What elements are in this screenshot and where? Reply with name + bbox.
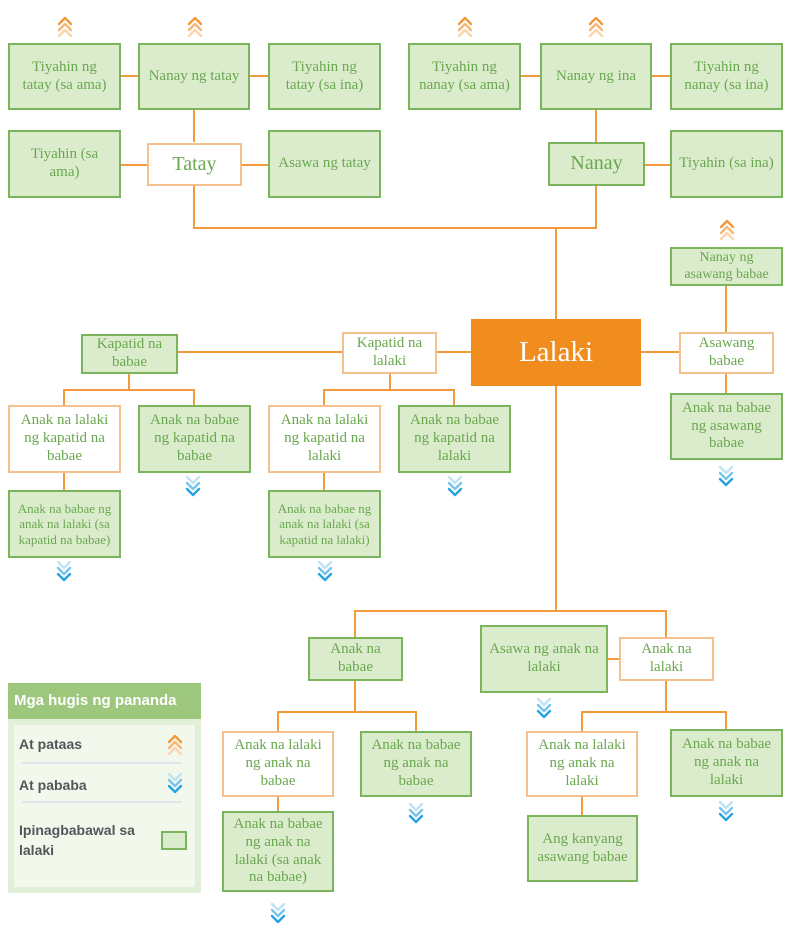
node-kanyang-asawang-babae: Ang kanyang asawang babae xyxy=(527,815,638,882)
node-anak-na-babae: Anak na babae xyxy=(308,637,403,681)
node-asawang-babae: Asawang babae xyxy=(679,332,774,374)
node-asawa-ng-anak-na-lalaki: Asawa ng anak na lalaki xyxy=(480,625,608,693)
legend-forbidden-swatch xyxy=(161,831,187,850)
node-apo-sa-kapatid-na-babae: Anak na babae ng anak na lalaki (sa kapa… xyxy=(8,490,121,558)
node-anak-na-lalaki: Anak na lalaki xyxy=(619,637,714,681)
node-apo-babae-sa-anak-na-babae: Anak na babae ng anak na lalaki (sa anak… xyxy=(222,811,334,892)
up-arrow-icon xyxy=(187,16,203,37)
legend-up-arrow-icon xyxy=(167,734,183,755)
node-kapatid-na-lalaki: Kapatid na lalaki xyxy=(342,332,437,374)
node-tiyahin-sa-ina: Tiyahin (sa ina) xyxy=(670,130,783,198)
node-anak-na-babae-ng-kapatid-na-lalaki: Anak na babae ng kapatid na lalaki xyxy=(398,405,511,473)
node-kapatid-na-babae: Kapatid na babae xyxy=(81,334,178,374)
node-tiyahin-ng-nanay-sa-ina: Tiyahin ng nanay (sa ina) xyxy=(670,43,783,110)
node-anak-na-babae-ng-anak-na-lalaki: Anak na babae ng anak na lalaki xyxy=(670,729,783,797)
legend: Mga hugis ng pananda At pataas At pababa… xyxy=(8,683,201,893)
down-arrow-icon xyxy=(718,466,734,487)
down-arrow-icon xyxy=(536,698,552,719)
legend-down-arrow-icon xyxy=(167,773,183,794)
node-nanay-ng-tatay: Nanay ng tatay xyxy=(138,43,250,110)
node-anak-na-babae-ng-asawang-babae: Anak na babae ng asawang babae xyxy=(670,393,783,460)
up-arrow-icon xyxy=(457,16,473,37)
node-nanay: Nanay xyxy=(548,142,645,186)
node-anak-na-lalaki-ng-kapatid-na-lalaki: Anak na lalaki ng kapatid na lalaki xyxy=(268,405,381,473)
node-apo-sa-kapatid-na-lalaki: Anak na babae ng anak na lalaki (sa kapa… xyxy=(268,490,381,558)
node-nanay-ng-ina: Nanay ng ina xyxy=(540,43,652,110)
down-arrow-icon xyxy=(408,803,424,824)
up-arrow-icon xyxy=(588,16,604,37)
node-anak-na-lalaki-ng-kapatid-na-babae: Anak na lalaki ng kapatid na babae xyxy=(8,405,121,473)
node-anak-na-babae-ng-anak-na-babae: Anak na babae ng anak na babae xyxy=(360,731,472,797)
down-arrow-icon xyxy=(185,476,201,497)
down-arrow-icon xyxy=(270,903,286,924)
node-tatay: Tatay xyxy=(147,143,242,186)
node-anak-na-lalaki-ng-anak-na-lalaki: Anak na lalaki ng anak na lalaki xyxy=(526,731,638,797)
down-arrow-icon xyxy=(56,561,72,582)
legend-forbidden-label: Ipinagbabawal sa lalaki xyxy=(19,822,135,858)
legend-body xyxy=(14,725,195,887)
node-lalaki-main: Lalaki xyxy=(471,319,641,386)
node-tiyahin-ng-tatay-sa-ama: Tiyahin ng tatay (sa ama) xyxy=(8,43,121,110)
node-nanay-ng-asawang-babae: Nanay ng asawang babae xyxy=(670,247,783,286)
down-arrow-icon xyxy=(447,476,463,497)
legend-title: Mga hugis ng pananda xyxy=(8,683,201,719)
node-tiyahin-sa-ama: Tiyahin (sa ama) xyxy=(8,130,121,198)
legend-divider xyxy=(22,801,182,803)
legend-up-label: At pataas xyxy=(19,736,83,752)
legend-down-label: At pababa xyxy=(19,777,87,793)
node-tiyahin-ng-nanay-sa-ama: Tiyahin ng nanay (sa ama) xyxy=(408,43,521,110)
up-arrow-icon xyxy=(57,16,73,37)
down-arrow-icon xyxy=(718,801,734,822)
down-arrow-icon xyxy=(317,561,333,582)
node-tiyahin-ng-tatay-sa-ina: Tiyahin ng tatay (sa ina) xyxy=(268,43,381,110)
node-asawa-ng-tatay: Asawa ng tatay xyxy=(268,130,381,198)
node-anak-na-babae-ng-kapatid-na-babae: Anak na babae ng kapatid na babae xyxy=(138,405,251,473)
node-anak-na-lalaki-ng-anak-na-babae: Anak na lalaki ng anak na babae xyxy=(222,731,334,797)
up-arrow-icon xyxy=(719,219,735,240)
legend-divider xyxy=(22,762,182,764)
